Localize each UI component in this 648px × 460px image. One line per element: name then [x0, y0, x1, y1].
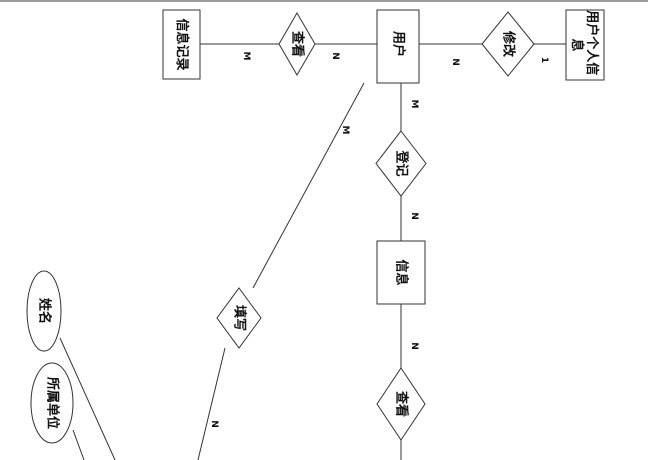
cardinality-info-register-side: N [409, 212, 419, 220]
entity-user-label: 用户 [391, 30, 407, 57]
entity-info-record-label: 信息记录 [174, 18, 190, 70]
line-user-fill [252, 82, 365, 289]
entity-user-personal-info: 用户个人信 息 [565, 9, 605, 81]
line-name-attr [59, 337, 116, 460]
cardinality-fill-bottom-side: N [209, 420, 219, 428]
connector-lines [59, 43, 566, 460]
entity-user-personal-info-line2: 息 [569, 38, 585, 51]
line-fill-bottom [197, 347, 226, 460]
entity-user-personal-info-line1: 用户个人信 [584, 9, 600, 75]
relationship-fill-in: 填写 [216, 287, 262, 349]
relationship-modify-label: 修改 [501, 30, 517, 58]
entity-user-personal-info-label: 用户个人信 息 [569, 9, 600, 80]
cardinality-record-side: M [241, 52, 251, 61]
cardinality-info-view-side: N [409, 342, 419, 350]
line-affiliation-attr [72, 429, 85, 460]
cardinality-personal-info-side: 1 [539, 57, 549, 63]
cardinality-labels: M N N 1 M N M N N [209, 52, 549, 428]
entity-user: 用户 [376, 9, 420, 84]
relationship-view-info: 查看 [376, 367, 426, 441]
relationship-register-label: 登记 [394, 149, 410, 176]
attribute-name: 姓名 [26, 270, 62, 352]
cardinality-user-modify-side: N [450, 58, 460, 66]
attribute-affiliation: 所属单位 [30, 362, 74, 444]
relationship-fill-in-label: 填写 [232, 305, 248, 331]
entity-info-label: 信息 [394, 259, 410, 285]
attribute-affiliation-label: 所属单位 [45, 377, 61, 429]
relationship-modify: 修改 [481, 11, 535, 77]
cardinality-user-fill-side: M [340, 126, 350, 135]
entity-info-record: 信息记录 [162, 9, 201, 80]
cardinality-user-view-side: N [330, 52, 340, 60]
relationship-view-record: 查看 [278, 12, 316, 76]
relationship-view-info-label: 查看 [394, 390, 410, 417]
relationship-view-record-label: 查看 [290, 30, 306, 57]
entity-info: 信息 [376, 240, 426, 305]
relationship-register: 登记 [375, 130, 427, 197]
cardinality-user-register-side: M [409, 100, 419, 109]
attribute-name-label: 姓名 [37, 297, 53, 324]
